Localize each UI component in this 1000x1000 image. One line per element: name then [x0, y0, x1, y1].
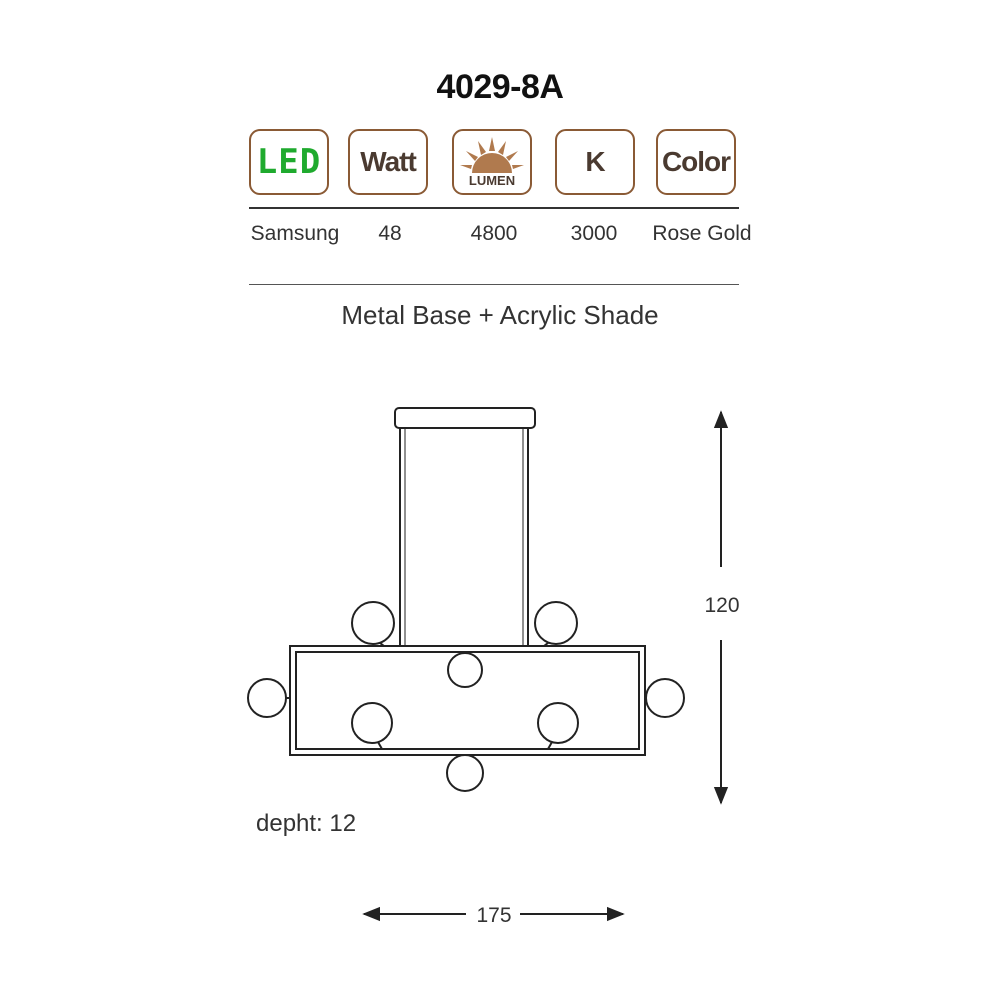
watt-icon: Watt	[348, 129, 428, 195]
led-icon: LED	[249, 129, 329, 195]
ceiling-canopy	[394, 407, 536, 429]
product-model-title: 4029-8A	[436, 68, 564, 106]
color-value: Rose Gold	[652, 222, 752, 245]
globe-shade	[351, 702, 393, 744]
globe-shade	[446, 754, 484, 792]
lumen-icon: LUMEN	[452, 129, 532, 195]
color-label: Color	[661, 146, 731, 177]
material-description: Metal Base + Acrylic Shade	[341, 300, 659, 330]
globe-shade	[534, 601, 578, 645]
lumen-value: 4800	[470, 222, 518, 245]
height-value: 120	[704, 594, 739, 617]
globe-shade	[447, 652, 483, 688]
globe-shade	[351, 601, 395, 645]
kelvin-value: 3000	[570, 222, 618, 245]
lumen-label: LUMEN	[468, 173, 516, 188]
color-icon: Color	[656, 129, 736, 195]
width-value: 175	[476, 904, 511, 927]
globe-shade	[645, 678, 685, 718]
watt-label: Watt	[360, 146, 417, 177]
spec-divider	[249, 207, 739, 209]
material-divider	[249, 284, 739, 285]
kelvin-label: K	[585, 146, 605, 177]
led-value: Samsung	[250, 222, 340, 245]
inner-frame	[295, 651, 640, 750]
globe-shade	[537, 702, 579, 744]
led-label: LED	[256, 142, 322, 182]
globe-shade	[247, 678, 287, 718]
kelvin-icon: K	[555, 129, 635, 195]
depth-label: depht: 12	[256, 810, 357, 837]
sun-icon	[460, 137, 524, 173]
watt-value: 48	[378, 222, 402, 245]
outer-frame	[289, 645, 646, 756]
